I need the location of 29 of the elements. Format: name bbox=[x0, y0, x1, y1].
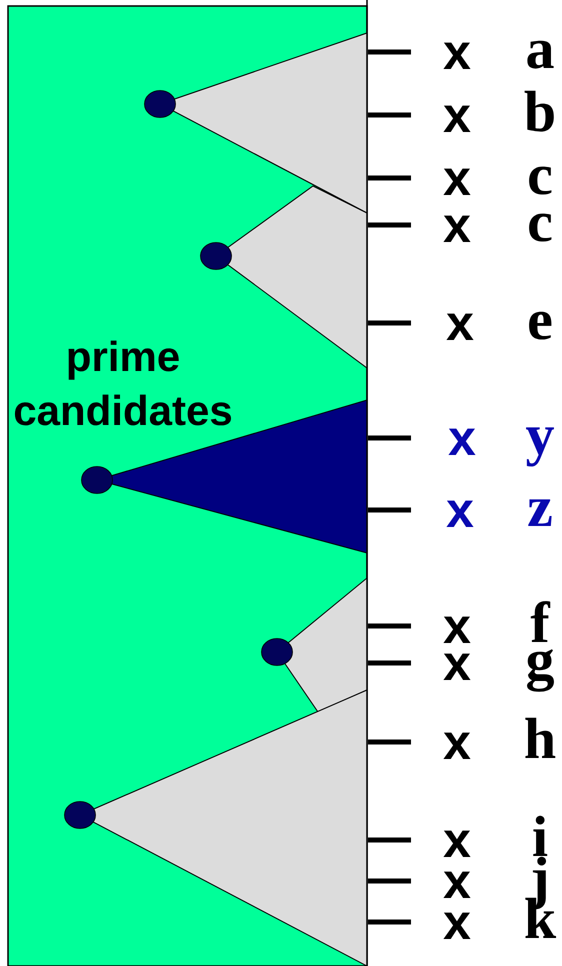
row-letter: g bbox=[527, 649, 554, 692]
row-letter: a bbox=[527, 40, 554, 69]
row-letter: e bbox=[529, 312, 552, 340]
row-mark: x bbox=[443, 106, 471, 132]
row-letter: z bbox=[528, 499, 552, 526]
dot bbox=[144, 90, 176, 118]
dot bbox=[81, 466, 113, 494]
row-letter: b bbox=[524, 90, 554, 132]
row-letter: f bbox=[530, 601, 550, 642]
dot bbox=[261, 638, 293, 666]
row-mark: x bbox=[446, 314, 474, 340]
row-mark: x bbox=[443, 616, 471, 643]
row-mark: x bbox=[443, 216, 471, 242]
row-letter: c bbox=[529, 214, 552, 242]
row-letter: h bbox=[525, 718, 556, 758]
row-mark: x bbox=[443, 830, 471, 857]
row-mark: x bbox=[448, 428, 476, 455]
row-mark: x bbox=[443, 168, 471, 195]
dot bbox=[200, 242, 232, 270]
row-mark: x bbox=[443, 732, 471, 759]
row-mark: x bbox=[443, 42, 471, 69]
dot bbox=[64, 801, 96, 829]
row-mark: x bbox=[446, 500, 474, 527]
row-letter: c bbox=[529, 166, 552, 195]
row-letter: i bbox=[533, 816, 548, 856]
row-letter: y bbox=[526, 427, 554, 467]
row-mark: x bbox=[443, 872, 471, 898]
row-mark: x bbox=[443, 912, 471, 939]
row-mark: x bbox=[443, 654, 471, 680]
